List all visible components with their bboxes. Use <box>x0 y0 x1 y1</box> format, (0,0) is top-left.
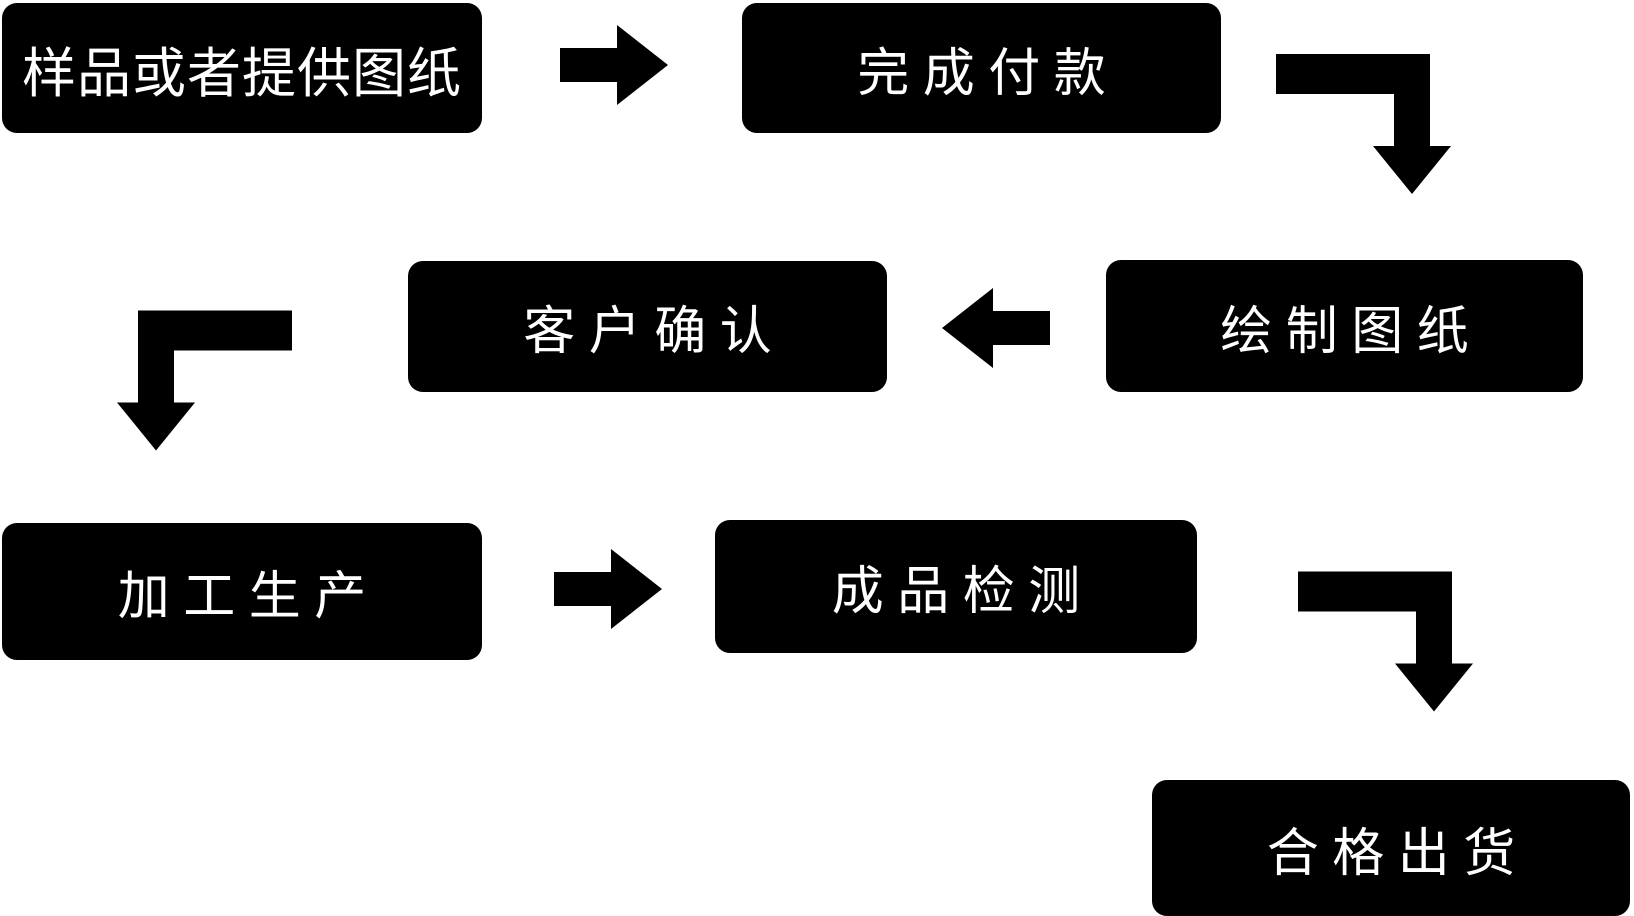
flow-connector <box>1276 54 1451 194</box>
node-customer-confirm: 客户确认 <box>408 261 887 392</box>
flow-connector <box>560 25 668 105</box>
node-label: 样品或者提供图纸 <box>22 43 462 104</box>
elbow-right-down-arrow-icon <box>1298 571 1473 712</box>
node-label: 加工生产 <box>117 568 380 626</box>
elbow-arrow-shape <box>1276 54 1451 194</box>
elbow-arrow-shape <box>1298 571 1473 712</box>
arrow-right-shape <box>560 25 668 105</box>
flow-connector <box>942 288 1050 368</box>
node-draw-drawings: 绘制图纸 <box>1106 260 1583 392</box>
node-label: 合格出货 <box>1266 824 1529 883</box>
node-processing-production: 加工生产 <box>2 523 482 660</box>
node-label: 绘制图纸 <box>1220 302 1483 361</box>
node-qualified-shipment: 合格出货 <box>1152 780 1630 916</box>
flow-connector <box>554 549 662 629</box>
node-sample-or-drawings: 样品或者提供图纸 <box>2 3 482 133</box>
arrow-right-icon <box>554 549 662 629</box>
flow-connector <box>1298 571 1473 712</box>
elbow-arrow-shape <box>117 310 292 451</box>
node-product-inspection: 成品检测 <box>715 520 1197 653</box>
elbow-right-down-arrow-icon <box>1276 54 1451 194</box>
elbow-left-down-arrow-icon <box>117 310 292 451</box>
arrow-left-icon <box>942 288 1050 368</box>
arrow-right-icon <box>560 25 668 105</box>
flow-connector <box>117 309 292 452</box>
node-label: 成品检测 <box>831 563 1094 621</box>
arrow-right-shape <box>554 549 662 629</box>
arrow-left-shape <box>942 288 1050 368</box>
node-label: 客户确认 <box>523 303 786 361</box>
node-complete-payment: 完成付款 <box>742 3 1221 133</box>
node-label: 完成付款 <box>857 44 1120 103</box>
